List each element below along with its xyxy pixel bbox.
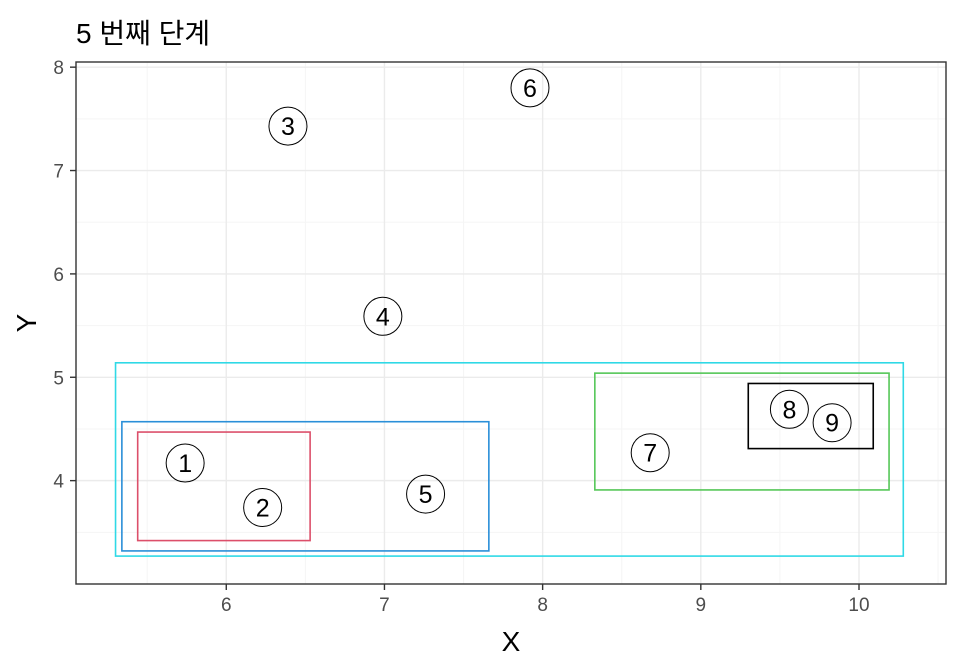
cluster-boxes	[114, 361, 905, 557]
point-marker	[363, 296, 403, 336]
y-tick-label: 5	[53, 368, 64, 389]
point-marker	[406, 474, 446, 514]
y-tick-label: 8	[53, 58, 64, 79]
y-tick-label: 4	[53, 472, 64, 493]
data-point: 3	[268, 106, 308, 146]
point-marker	[268, 106, 308, 146]
data-point: 7	[630, 433, 670, 473]
point-label: 6	[523, 75, 537, 103]
data-point: 5	[406, 474, 446, 514]
y-axis-label: Y	[11, 313, 42, 332]
point-marker	[769, 389, 809, 429]
y-axis-ticks: 4 5 6 7 8	[53, 58, 76, 493]
minor-grid	[76, 62, 946, 584]
x-tick-label: 10	[848, 595, 869, 616]
point-label: 5	[419, 481, 433, 509]
x-axis-ticks: 6 7 8 9 10	[221, 584, 870, 616]
panel-border	[75, 61, 947, 585]
chart-title: 5 번째 단계	[76, 18, 211, 49]
x-tick-label: 6	[221, 595, 232, 616]
cluster-box	[136, 431, 311, 542]
point-label: 9	[825, 410, 839, 438]
data-point: 8	[769, 389, 809, 429]
point-label: 7	[643, 440, 657, 468]
data-point: 9	[812, 403, 852, 443]
point-label: 8	[782, 396, 796, 424]
cluster-box	[121, 420, 490, 552]
x-tick-label: 9	[696, 595, 707, 616]
point-marker	[630, 433, 670, 473]
point-label: 3	[281, 113, 295, 141]
x-tick-label: 7	[379, 595, 390, 616]
point-label: 4	[376, 303, 390, 331]
data-point: 1	[165, 443, 205, 483]
data-point: 2	[243, 488, 283, 528]
cluster-box	[747, 382, 875, 450]
point-marker	[243, 488, 283, 528]
y-tick-label: 7	[53, 162, 64, 183]
point-label: 2	[256, 495, 270, 523]
data-points: 1 2 3 4 5 6 7 8 9	[165, 68, 852, 528]
point-label: 1	[178, 450, 192, 478]
point-marker	[812, 403, 852, 443]
y-tick-label: 6	[53, 265, 64, 286]
cluster-box	[594, 372, 890, 491]
data-point: 4	[363, 296, 403, 336]
x-tick-label: 8	[537, 595, 548, 616]
x-axis-label: X	[502, 626, 521, 657]
data-point: 6	[510, 68, 550, 108]
point-marker	[510, 68, 550, 108]
point-marker	[165, 443, 205, 483]
major-grid	[76, 62, 946, 584]
cluster-box	[114, 361, 905, 557]
